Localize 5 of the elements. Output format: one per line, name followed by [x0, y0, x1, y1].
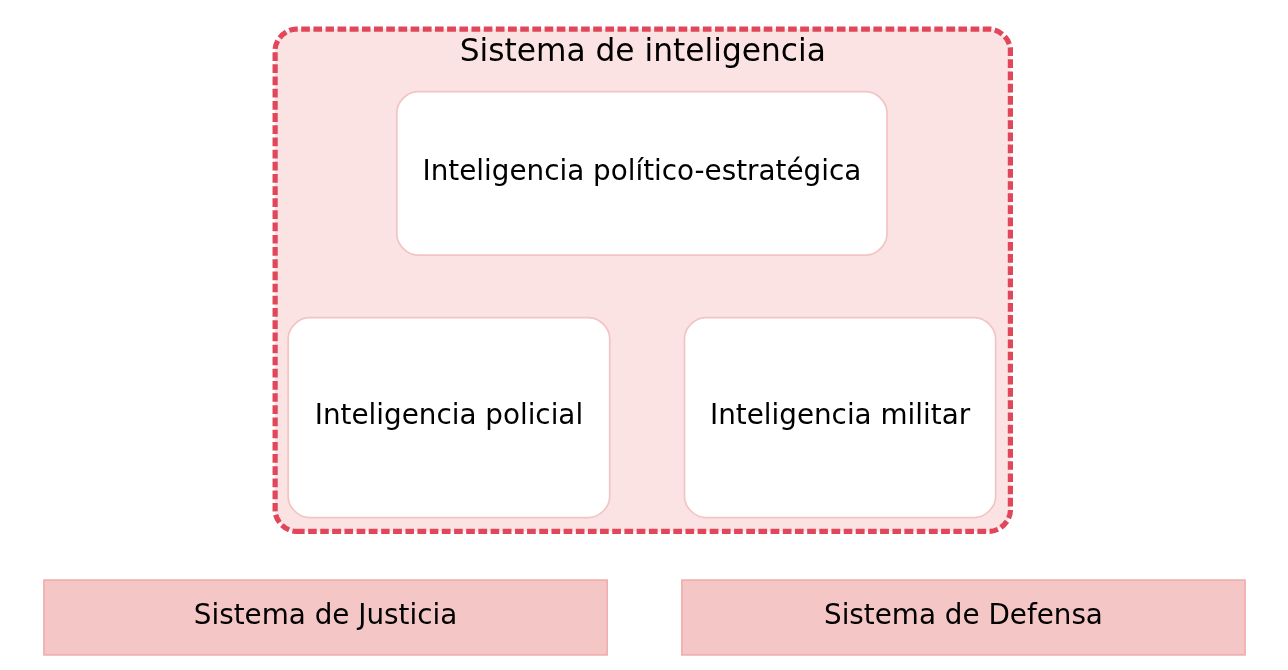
node-box: Inteligencia policial — [286, 316, 611, 519]
node-box: Sistema de Defensa — [680, 579, 1246, 656]
node-box: Inteligencia político-estratégica — [395, 90, 888, 256]
node-box: Sistema de Justicia — [42, 579, 608, 656]
node-box: Inteligencia militar — [683, 316, 996, 519]
